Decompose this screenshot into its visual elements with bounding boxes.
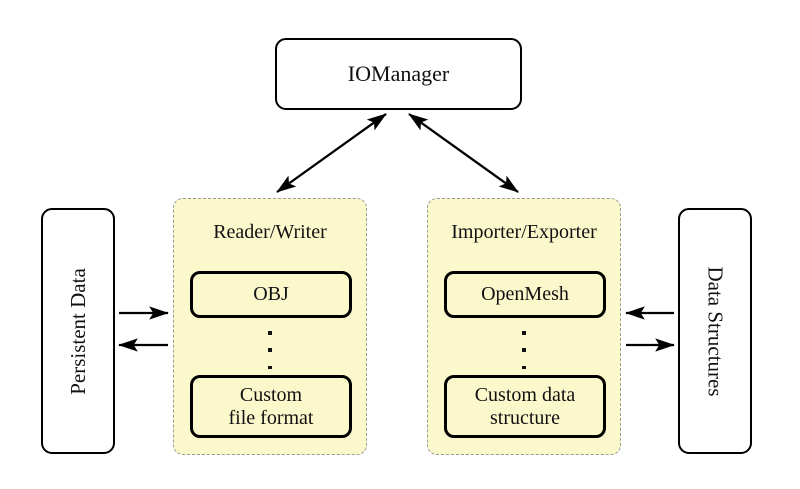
custom-data-structure-line2: structure xyxy=(490,406,560,429)
importer-exporter-group: Importer/Exporter OpenMesh Custom data s… xyxy=(427,198,621,455)
custom-file-format-box: Custom file format xyxy=(190,375,352,438)
ellipsis-dot xyxy=(268,348,272,352)
obj-format-box: OBJ xyxy=(190,271,352,318)
custom-data-structure-box: Custom data structure xyxy=(444,375,606,438)
iomanager-node: IOManager xyxy=(275,38,522,110)
openmesh-box: OpenMesh xyxy=(444,271,606,318)
importer-exporter-ellipsis xyxy=(428,331,620,369)
openmesh-label: OpenMesh xyxy=(481,283,569,305)
ellipsis-dot xyxy=(268,331,272,335)
connector-iomanager-reader-writer xyxy=(276,113,387,193)
reader-writer-group: Reader/Writer OBJ Custom file format xyxy=(173,198,367,455)
data-structures-label: Data Structures xyxy=(703,265,728,397)
obj-format-label: OBJ xyxy=(253,283,289,305)
connector-iomanager-importer-exporter xyxy=(408,113,519,193)
ellipsis-dot xyxy=(522,331,526,335)
ellipsis-dot xyxy=(268,365,272,369)
persistent-data-node: Persistent Data xyxy=(41,208,115,454)
reader-writer-group-title: Reader/Writer xyxy=(213,221,327,243)
importer-exporter-group-title: Importer/Exporter xyxy=(451,221,597,243)
custom-data-structure-label: Custom data structure xyxy=(475,384,576,430)
custom-file-format-line1: Custom xyxy=(239,383,303,406)
ellipsis-dot xyxy=(522,365,526,369)
iomanager-label: IOManager xyxy=(347,61,450,86)
data-structures-node: Data Structures xyxy=(678,208,752,454)
reader-writer-ellipsis xyxy=(174,331,366,369)
custom-data-structure-line1: Custom data xyxy=(474,383,576,406)
ellipsis-dot xyxy=(522,348,526,352)
persistent-data-label: Persistent Data xyxy=(65,267,90,395)
custom-file-format-label: Custom file format xyxy=(229,384,314,430)
custom-file-format-line2: file format xyxy=(228,406,314,429)
